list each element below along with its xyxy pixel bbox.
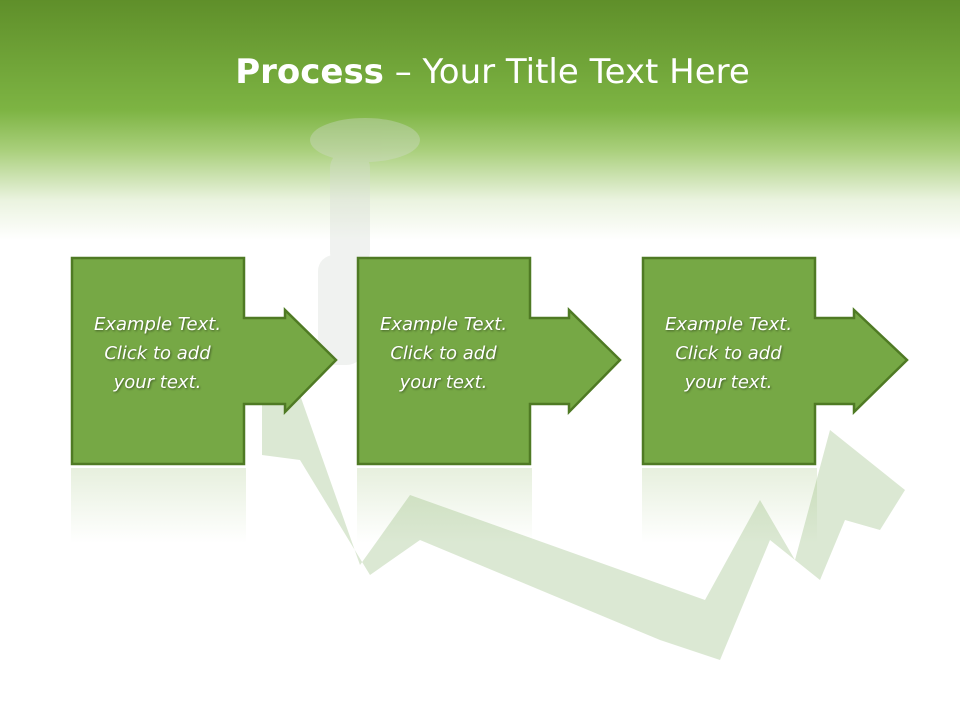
arrow-box-shape <box>70 256 338 466</box>
step-text-line2: Click to add <box>104 343 211 364</box>
step-text-line1: Example Text. <box>379 314 508 335</box>
arrow-box-shape <box>641 256 909 466</box>
step-text-line1: Example Text. <box>93 314 222 335</box>
process-step-2[interactable]: Example Text. Click to add your text. <box>356 256 701 471</box>
step-text-line3: your text. <box>684 372 773 393</box>
slide-title[interactable]: Process – Your Title Text Here <box>0 52 960 92</box>
step-text-line2: Click to add <box>390 343 497 364</box>
step-reflection <box>642 468 817 543</box>
step-text-line1: Example Text. <box>664 314 793 335</box>
step-text[interactable]: Example Text. Click to add your text. <box>366 310 521 397</box>
process-step-3[interactable]: Example Text. Click to add your text. <box>641 256 960 471</box>
step-reflection <box>357 468 532 543</box>
arrow-box-shape <box>356 256 622 466</box>
step-text-line2: Click to add <box>675 343 782 364</box>
process-step-1[interactable]: Example Text. Click to add your text. <box>70 256 415 471</box>
title-rest: – Your Title Text Here <box>383 52 750 92</box>
title-bold: Process <box>235 52 384 92</box>
step-text[interactable]: Example Text. Click to add your text. <box>651 310 806 397</box>
step-text-line3: your text. <box>113 372 202 393</box>
step-reflection <box>71 468 246 543</box>
step-text-line3: your text. <box>399 372 488 393</box>
step-text[interactable]: Example Text. Click to add your text. <box>80 310 235 397</box>
